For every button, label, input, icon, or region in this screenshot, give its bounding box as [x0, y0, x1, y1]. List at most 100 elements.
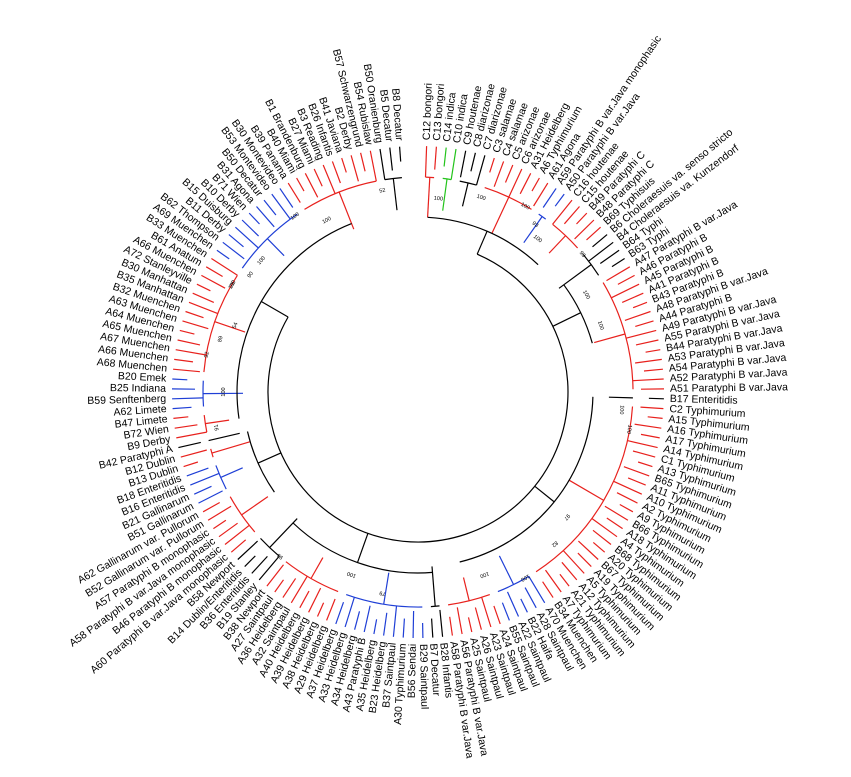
leaf-branch: [222, 241, 245, 260]
clade-arc: [442, 177, 452, 181]
leaf-branch: [172, 378, 188, 381]
leaf-branch: [296, 177, 305, 192]
leaf-label: C2 Typhimurium: [669, 403, 746, 420]
leaf-branch: [241, 219, 260, 237]
bootstrap-value: 93: [531, 221, 539, 229]
leaf-branch: [635, 339, 659, 346]
bootstrap-value: 79: [379, 589, 386, 596]
clade-stem: [392, 178, 398, 211]
leaf-label: B17 Enteritidis: [670, 393, 738, 407]
internal-stem: [476, 230, 488, 255]
clade-stem: [241, 496, 269, 516]
leaf-branch: [625, 329, 657, 339]
clade-stem: [462, 577, 470, 601]
leaf-branch: [176, 431, 207, 439]
clade-stem: [266, 238, 285, 257]
leaf-branch: [520, 598, 528, 613]
leaf-label: B20 Emek: [118, 370, 168, 385]
leaf-branch: [648, 397, 664, 400]
leaf-branch: [379, 148, 386, 180]
leaf-branch: [316, 602, 325, 617]
clade-arc: [602, 282, 634, 390]
leaf-branch: [399, 146, 402, 162]
leaf-branch: [172, 406, 192, 410]
leaf-branch: [599, 249, 620, 264]
internal-stem: [552, 312, 581, 327]
leaf-branch: [475, 155, 486, 186]
leaf-branch: [623, 466, 650, 477]
clade-stem: [558, 264, 592, 289]
bootstrap-value: 100: [596, 320, 605, 331]
leaf-branch: [326, 598, 336, 621]
leaf-branch: [431, 618, 434, 638]
bootstrap-value: 100: [290, 212, 301, 222]
clade-stem: [214, 321, 246, 333]
leaf-branch: [619, 503, 634, 513]
bootstrap-value: 100: [221, 387, 227, 396]
leaf-branch: [304, 173, 319, 198]
leaf-branch: [172, 397, 204, 400]
leaf-branch: [173, 368, 200, 373]
leaf-label: C14 indica: [441, 92, 459, 143]
leaf-branch: [213, 519, 227, 530]
bootstrap-value: 100: [520, 202, 531, 212]
leaf-branch: [205, 266, 223, 278]
leaf-branch: [474, 607, 482, 630]
internal-stem: [534, 485, 555, 503]
leaf-branch: [449, 616, 453, 636]
leaf-branch: [248, 212, 260, 225]
leaf-branch: [592, 541, 606, 553]
clade-stem: [208, 432, 240, 442]
internal-stem: [257, 452, 282, 464]
leaf-branch: [183, 461, 199, 468]
leaf-branch: [576, 212, 588, 225]
leaf-branch: [613, 480, 643, 495]
internal-stem: [260, 300, 289, 318]
leaf-branch: [439, 609, 444, 637]
clade-stem: [427, 177, 431, 218]
leaf-branch: [190, 472, 220, 486]
leaf-branch: [577, 552, 592, 568]
leaf-branch: [308, 587, 322, 613]
leaf-label: C13 bongori: [431, 83, 447, 141]
leaf-branch: [354, 611, 361, 630]
leaf-branch: [640, 406, 664, 410]
leaf-branch: [256, 206, 275, 228]
leaf-branch: [591, 518, 618, 538]
leaf-branch: [481, 597, 492, 628]
leaf-branch: [299, 590, 310, 609]
leaf-branch: [604, 505, 629, 521]
bootstrap-value: 100: [618, 405, 625, 415]
bootstrap-value: 100: [256, 255, 267, 266]
leaf-branch: [542, 581, 554, 598]
leaf-branch: [467, 617, 473, 633]
leaf-branch: [290, 575, 308, 604]
tree-branches: [171, 146, 665, 639]
leaf-branch: [173, 416, 189, 419]
leaf-branch: [645, 349, 661, 353]
bootstrap-value: 100: [476, 194, 487, 203]
leaf-branch: [528, 575, 546, 604]
leaf-label: B8 Decatur: [389, 88, 405, 142]
leaf-branch: [237, 540, 259, 560]
clade-arc: [210, 448, 214, 458]
leaf-branch: [621, 292, 644, 303]
leaf-branch: [504, 164, 514, 183]
leaf-branch: [216, 249, 230, 260]
leaf-branch: [344, 597, 355, 628]
leaf-branch: [207, 505, 232, 521]
leaf-branch: [198, 490, 223, 504]
leaf-branch: [186, 467, 209, 477]
leaf-branch: [182, 320, 209, 330]
bootstrap-value: 89: [217, 336, 224, 343]
leaf-branch: [606, 517, 623, 530]
bootstrap-value: 76: [229, 281, 237, 289]
leaf-branch: [533, 182, 549, 207]
leaf-label: B29 Saintpaul: [417, 644, 430, 710]
leaf-branch: [373, 619, 378, 635]
leaf-branch: [335, 601, 345, 625]
leaf-branch: [592, 529, 612, 545]
leaf-label: B7 Decatur: [427, 643, 442, 697]
leaf-branch: [251, 555, 268, 574]
